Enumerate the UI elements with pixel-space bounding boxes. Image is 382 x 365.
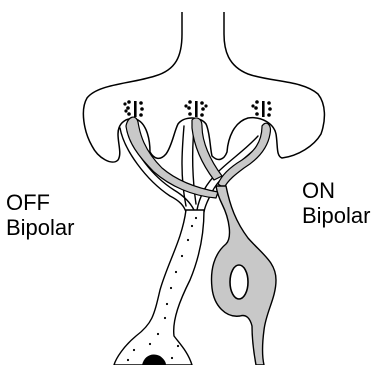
on-bipolar-label-line2: Bipolar xyxy=(302,203,370,228)
off-bipolar-cell xyxy=(114,210,204,365)
off-bipolar-label-line2: Bipolar xyxy=(6,215,74,240)
on-bipolar-nucleus xyxy=(230,265,248,299)
off-bipolar-label: OFF Bipolar xyxy=(6,190,74,240)
off-bipolar-label-line1: OFF xyxy=(6,190,74,215)
on-bipolar-label-line1: ON xyxy=(302,178,370,203)
on-bipolar-label: ON Bipolar xyxy=(302,178,370,228)
